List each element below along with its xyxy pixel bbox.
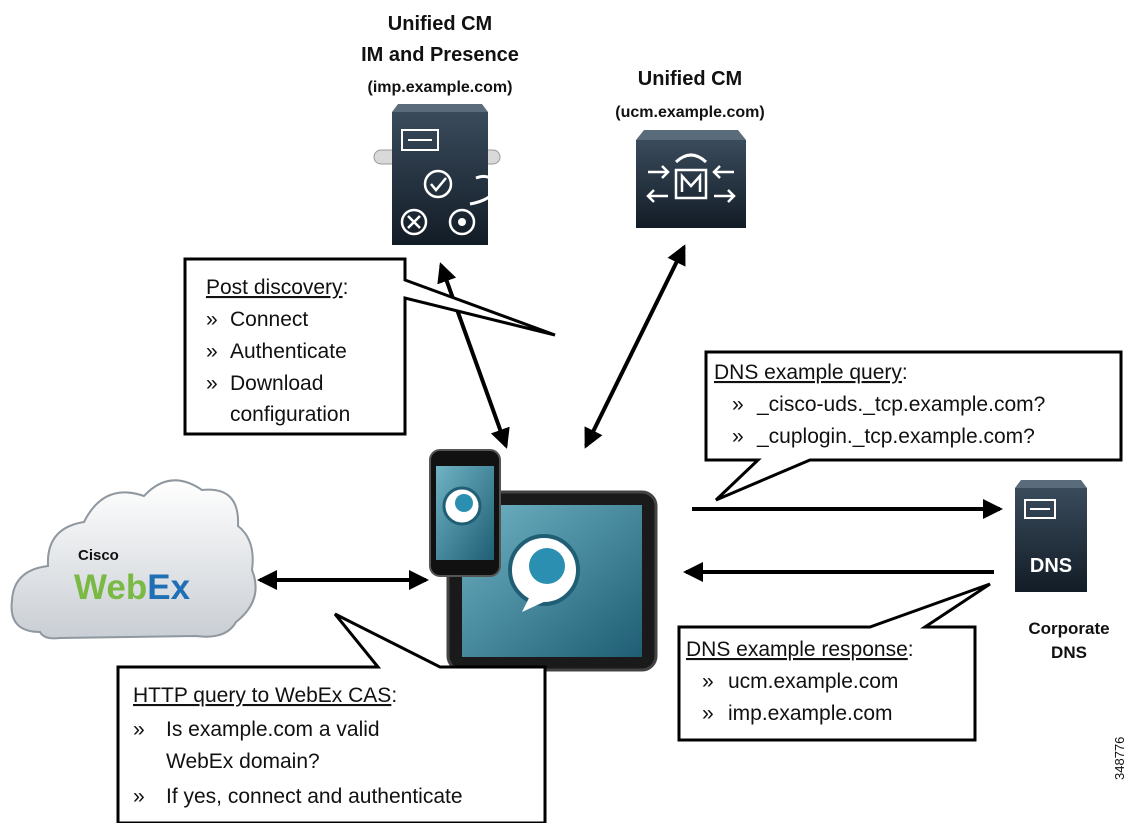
ucm-host: (ucm.example.com) [615,104,764,121]
dns-caption-line1: Corporate [1028,619,1109,638]
imp-title-line1: Unified CM [388,13,492,35]
dns-query-title: DNS example query: [714,361,908,384]
dns-caption-line2: DNS [1051,643,1087,662]
client-devices [429,449,658,672]
http-query-bullet-1: » [133,718,145,741]
post-discovery-item-4: configuration [230,403,350,426]
arrow-device-ucm [584,244,686,449]
imp-server-icon [373,104,501,245]
dns-server: DNS Corporate DNS [1015,480,1110,662]
webex-ex-text: Ex [147,568,190,607]
post-discovery-item-1: Connect [230,308,308,331]
dns-response-title: DNS example response: [686,638,914,661]
dns-query-item-2: _cuplogin._tcp.example.com? [756,425,1035,448]
figure-number: 348776 [1112,737,1127,780]
arrow-device-imp [437,262,510,449]
dns-server-icon [1015,480,1087,592]
dns-response-bullet-2: » [702,702,714,725]
post-discovery-bullet-1: » [206,308,218,331]
http-query-item-1: Is example.com a valid [166,718,380,741]
callout-dns-query: DNS example query: » _cisco-uds._tcp.exa… [704,350,1123,502]
post-discovery-title: Post discovery: [206,276,348,299]
http-query-bullet-2: » [133,785,145,808]
callout-post-discovery: Post discovery: » Connect » Authenticate… [183,257,556,436]
post-discovery-bullet-2: » [206,340,218,363]
cloud-shape [10,479,257,640]
imp-title-line2: IM and Presence [361,44,519,66]
callout-dns-response: DNS example response: » ucm.example.com … [677,582,991,742]
imp-host: (imp.example.com) [368,79,513,96]
dns-query-bullet-1: » [732,393,744,416]
http-query-title: HTTP query to WebEx CAS: [133,684,397,707]
post-discovery-item-3: Download [230,372,323,395]
ucm-title: Unified CM [638,68,742,90]
post-discovery-bullet-3: » [206,372,218,395]
dns-query-item-1: _cisco-uds._tcp.example.com? [756,393,1045,416]
webex-logo: WebEx [74,568,191,607]
connection-arrows [257,244,1003,590]
http-query-item-2: WebEx domain? [166,750,320,773]
phone-icon [429,449,501,577]
http-query-item-3: If yes, connect and authenticate [166,785,463,808]
dns-box-label: DNS [1030,555,1072,577]
imp-server: Unified CM IM and Presence (imp.example.… [361,13,519,245]
ucm-server: Unified CM (ucm.example.com) [615,68,765,228]
dns-query-bullet-2: » [732,425,744,448]
callout-http-query: HTTP query to WebEx CAS: » Is example.co… [116,612,547,823]
webex-cloud: Cisco WebEx [10,479,257,640]
post-discovery-item-2: Authenticate [230,340,347,363]
ucm-server-icon [636,130,746,228]
dns-response-bullet-1: » [702,670,714,693]
dns-response-item-2: imp.example.com [728,702,893,725]
webex-cisco-text: Cisco [78,547,119,564]
dns-response-item-1: ucm.example.com [728,670,898,693]
webex-web-text: Web [74,568,147,607]
